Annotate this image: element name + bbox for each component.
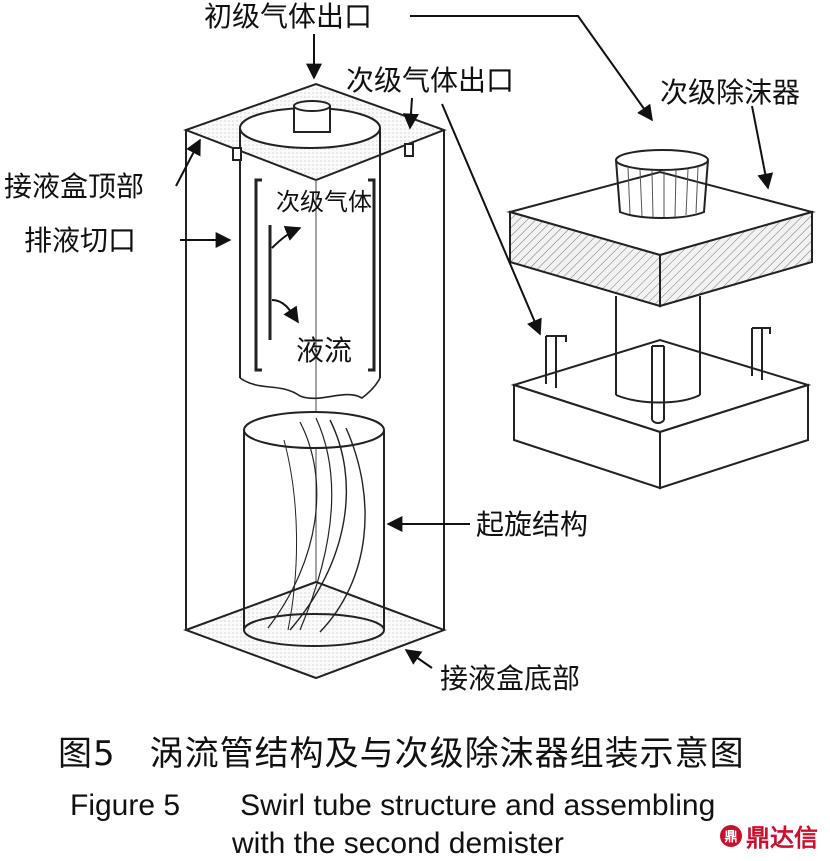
caption-en-title-line1: Swirl tube structure and assembling <box>240 789 716 822</box>
caption-zh-title: 涡流管结构及与次级除沫器组装示意图 <box>149 734 745 774</box>
caption-en-line1: Figure 5 Swirl tube structure and assembl… <box>70 789 715 823</box>
label-box-top: 接液盒顶部 <box>4 170 144 203</box>
liquid-flow-arrow <box>271 299 299 324</box>
label-swirl-structure: 起旋结构 <box>476 508 588 541</box>
label-secondary-gas-outlet: 次级气体出口 <box>346 64 514 97</box>
box-bottom-face <box>183 580 447 680</box>
caption-en-number: Figure 5 <box>70 789 181 822</box>
secondary-demister <box>506 149 816 490</box>
logo-icon: 鼎 <box>720 824 742 847</box>
secondary-gas-arrow <box>271 225 302 249</box>
label-secondary-gas: 次级气体 <box>276 188 372 216</box>
caption-zh: 图5 涡流管结构及与次级除沫器组装示意图 <box>58 726 745 775</box>
caption-zh-number: 图5 <box>58 734 116 774</box>
label-primary-gas-outlet: 初级气体出口 <box>204 0 372 33</box>
label-box-bottom: 接液盒底部 <box>440 662 580 695</box>
label-secondary-demister: 次级除沫器 <box>660 76 800 109</box>
label-drain-slot: 排液切口 <box>24 224 136 257</box>
swirl-tube <box>232 100 414 647</box>
watermark: 鼎 鼎达信 <box>720 818 818 853</box>
watermark-text: 鼎达信 <box>746 824 818 852</box>
tube-cutaway-edge <box>239 377 381 400</box>
label-liquid-flow: 液流 <box>296 334 352 367</box>
caption-en-title-line2: with the second demister <box>232 827 564 860</box>
drain-slot <box>254 178 262 372</box>
